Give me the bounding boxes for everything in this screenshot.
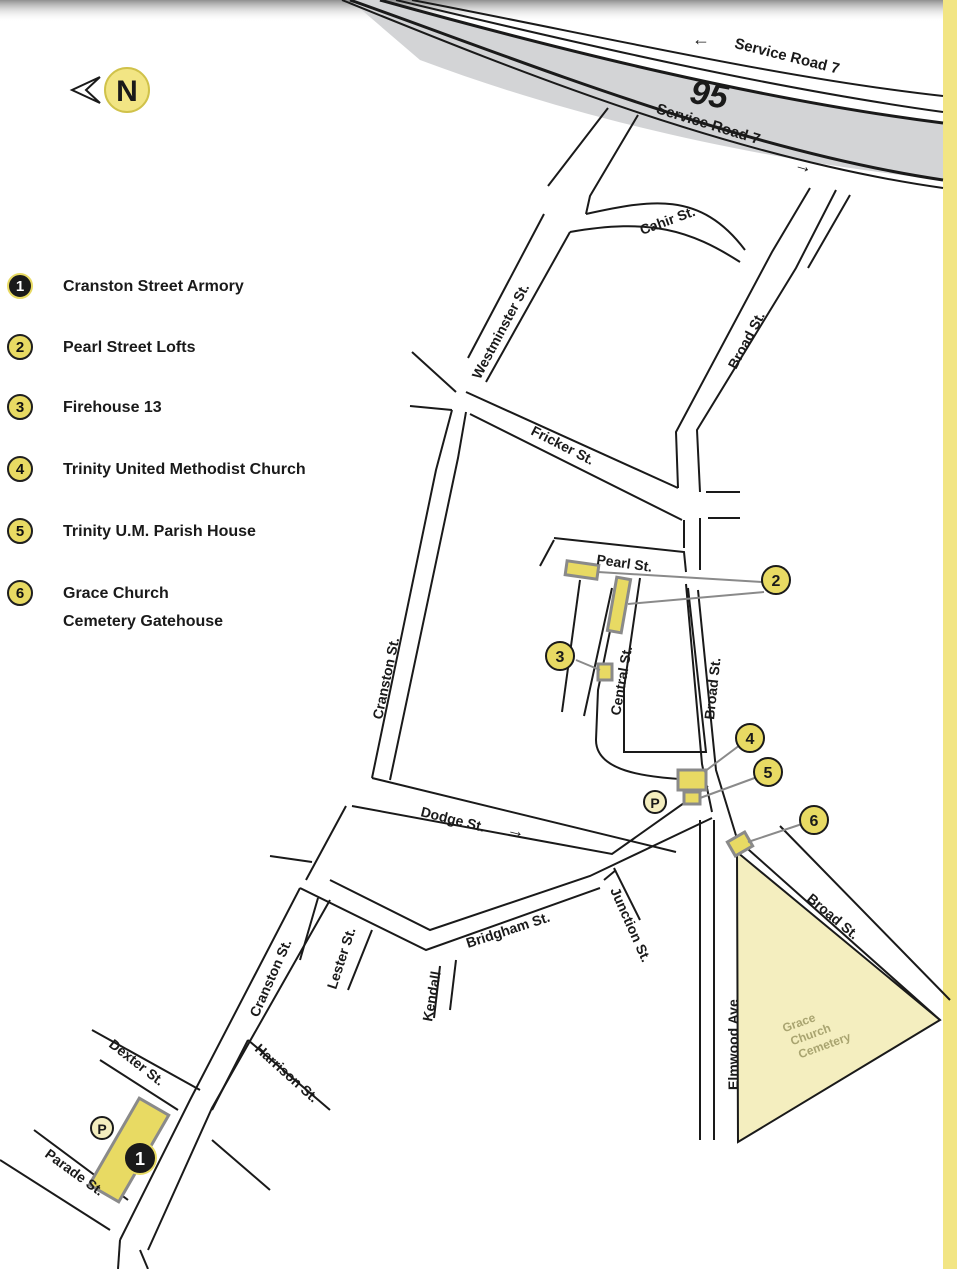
parking-label: P [97,1121,106,1137]
legend-label-5: Trinity U.M. Parish House [63,523,256,540]
building-trinity-church [676,768,708,792]
legend-label-6: Grace Church [63,585,169,602]
marker-6-num: 6 [810,813,819,830]
building-gatehouse [725,830,755,858]
street-label-harrison: Harrison St. [252,1040,322,1105]
legend-badge-6: 6 [7,580,33,606]
parking-icon: P [643,790,667,814]
marker-4: 4 [735,723,765,753]
street-label-dexter: Dexter St. [106,1036,167,1089]
street-label-broad-north: Broad St. [725,309,768,371]
building-parish-house [682,790,702,806]
legend-label-6b: Cemetery Gatehouse [63,613,224,630]
legend-label-1: Cranston Street Armory [63,278,244,295]
legend-badge-1: 1 [7,273,33,299]
compass-circle [104,67,150,113]
arrow-right-icon: → [792,153,815,177]
marker-5-num: 5 [764,765,773,782]
parking-icon: P [90,1116,114,1140]
marker-5: 5 [753,757,783,787]
marker-3-num: 3 [556,649,565,666]
street-label-kendall: Kendall [419,970,444,1023]
marker-1: 1 [123,1141,157,1175]
building-pearl-a [563,559,601,581]
sidebar-strip [943,0,957,1269]
legend-badge-4: 4 [7,456,33,482]
road-lines [0,107,951,1269]
street-label-cranston-north: Cranston St. [369,636,402,721]
highway-number: 95 [687,73,732,117]
marker-6: 6 [799,805,829,835]
map-markers: 2 3 4 5 6 1 P P [90,565,829,1175]
street-label-cahir: Cahir St. [638,203,698,238]
leader-lines [575,571,809,843]
highway-95 [341,0,944,189]
legend-label-2: Pearl Street Lofts [63,339,196,356]
street-label-lester: Lester St. [324,925,359,991]
arrow-left-icon: ← [692,29,710,49]
legend-badge-2: 2 [7,334,33,360]
grace-church-cemetery [735,849,942,1144]
service-road-north-label: Service Road 7 [733,35,841,78]
parking-label: P [650,795,659,811]
legend-badge-5: 5 [7,518,33,544]
marker-1-num: 1 [135,1149,145,1169]
street-label-dodge: Dodge St. [419,803,486,834]
legend-label-3: Firehouse 13 [63,399,162,416]
street-label-junction: Junction St. [607,885,654,965]
arrow-left-icon [69,76,101,104]
street-label-elmwood: Elmwood Ave [725,999,741,1090]
marker-4-num: 4 [746,731,755,748]
compass: N [69,67,150,113]
building-firehouse [596,662,614,682]
street-label-broad-mid: Broad St. [701,657,723,721]
marker-2-num: 2 [772,573,781,590]
buildings [87,559,755,1204]
compass-letter: N [116,75,138,108]
legend-badge-3: 3 [7,394,33,420]
building-pearl-b [605,575,633,635]
top-shade [0,0,957,22]
marker-3: 3 [545,641,575,671]
arrow-right-icon: → [505,818,527,842]
legend-label-4: Trinity United Methodist Church [63,461,306,478]
street-label-pearl: Pearl St. [596,551,654,575]
marker-2: 2 [761,565,791,595]
